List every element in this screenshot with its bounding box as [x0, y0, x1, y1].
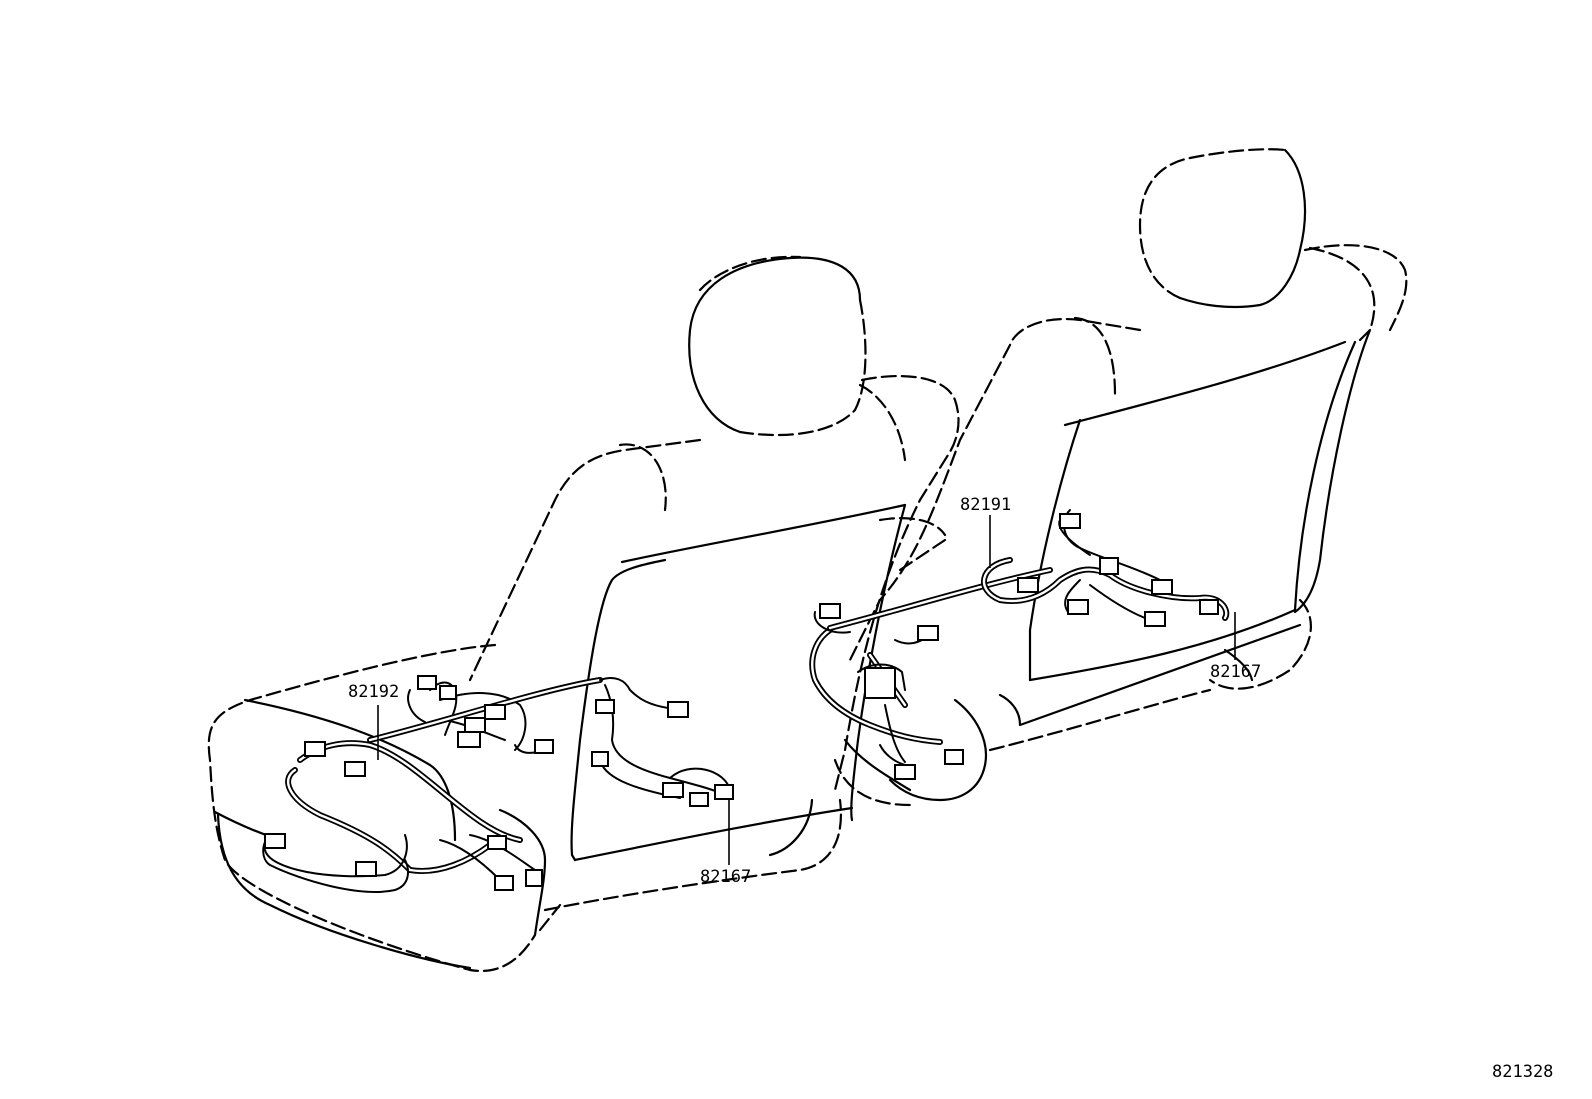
callout-82167-right: 82167 [1210, 662, 1261, 682]
left-seat-back [468, 438, 702, 682]
left-seat-headrest [688, 256, 862, 434]
left-seat-cushion [207, 643, 537, 973]
left-seat [207, 255, 960, 973]
right-seat-back [848, 317, 1142, 662]
right-seat [833, 148, 1408, 807]
right-seat-headrest [1178, 148, 1307, 309]
callout-82191: 82191 [960, 495, 1011, 515]
callouts: 82192 82167 82191 82167 821328 [348, 495, 1553, 1082]
callout-82192: 82192 [348, 682, 399, 702]
figure-code: 821328 [1492, 1062, 1553, 1082]
right-wire-harness [809, 509, 1230, 780]
left-wire-harness [262, 675, 734, 893]
callout-82167-left: 82167 [700, 867, 751, 887]
